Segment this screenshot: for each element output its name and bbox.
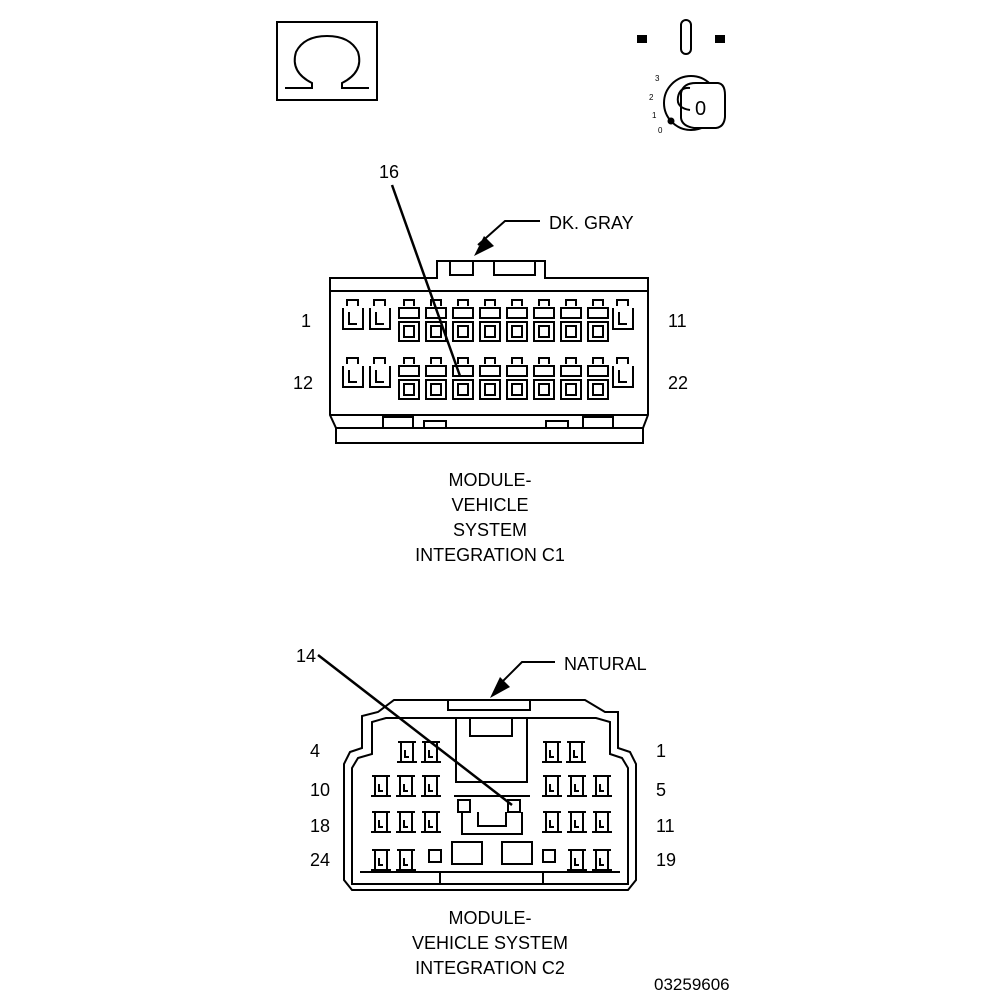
c1-callout-pin-number: 16 [379,162,399,182]
c1-pin-label-top-right: 11 [668,311,687,331]
c2-terminal-cavity [396,849,416,871]
c2-row-label-left-3: 18 [310,816,330,836]
c2-square-cavity [457,799,471,813]
c2-terminal-cavity [592,811,612,833]
c2-color-label: NATURAL [564,654,647,674]
c2-terminal-cavity [396,775,416,797]
c1-color-label: DK. GRAY [549,213,634,233]
c2-terminal-cavity [371,811,391,833]
c2-terminal-cavity [396,811,416,833]
c2-color-callout: NATURAL [490,654,647,698]
c2-terminal-cavity [567,775,587,797]
ignition-position-2: 2 [649,93,654,102]
c1-pin-label-bottom-right: 22 [668,373,688,393]
c2-square-cavity [542,849,556,863]
c2-terminal-cavity [542,741,562,763]
c1-color-callout: DK. GRAY [474,213,634,256]
c2-row-label-left-2: 10 [310,780,330,800]
c1-terminal-cavity [587,299,609,342]
c1-bottom-row-cavities [342,357,634,388]
c2-square-cavity [428,849,442,863]
connector-c1 [329,260,649,444]
c1-terminal-cavity [479,357,501,400]
c2-row-label-right-3: 11 [656,816,675,836]
c1-terminal-cavity [452,357,474,400]
ignition-key-icon: 3 2 1 0 0 [637,19,726,135]
c1-terminal-cavity [587,357,609,400]
c2-square-cavity [507,799,521,813]
figure-id: 03259606 [654,975,730,994]
c2-callout-pin-number: 14 [296,646,316,666]
c2-row-label-right-1: 1 [656,741,666,761]
c1-caption-line-3: SYSTEM [452,520,527,540]
c1-terminal-cavity [398,299,420,342]
c2-terminal-cavity [421,811,441,833]
c2-pin-callout: 14 [296,646,513,806]
ignition-position-1: 1 [652,111,657,120]
c2-terminal-cavity [567,811,587,833]
c2-row-label-left-1: 4 [310,741,320,761]
c2-row-label-left-4: 24 [310,850,330,870]
c2-terminal-cavity [542,775,562,797]
c1-terminal-cavity [506,357,528,400]
c1-pin-label-bottom-left: 12 [293,373,313,393]
c1-caption-line-4: INTEGRATION C1 [415,545,565,565]
c1-terminal-cavity [560,357,582,400]
c1-terminal-cavity [533,357,555,400]
c2-terminal-cavity [371,775,391,797]
omega-symbol-icon [276,21,378,101]
c2-terminal-cavity [421,775,441,797]
c1-pin-callout: 16 [379,162,462,377]
c1-pin-label-top-left: 1 [301,311,311,331]
c1-terminal-cavity [560,299,582,342]
c2-terminal-cavity [397,741,417,763]
c1-caption-line-1: MODULE- [448,470,532,490]
c1-terminal-cavity [479,299,501,342]
connector-c2 [343,699,637,891]
ignition-position-0: 0 [658,126,663,135]
c2-terminal-cavity [567,849,587,871]
c2-caption-line-2: VEHICLE SYSTEM [411,933,569,953]
c2-caption-line-1: MODULE- [448,908,532,928]
c2-terminal-cavity [592,849,612,871]
c1-terminal-cavity [398,357,420,400]
c2-terminal-cavity [542,811,562,833]
c1-terminal-cavity [506,299,528,342]
ignition-key-letter: 0 [695,98,706,120]
c1-top-row-cavities [342,299,634,330]
c1-terminal-cavity [425,357,447,400]
c2-terminal-cavity [566,741,586,763]
c2-row-label-right-4: 19 [656,850,676,870]
c2-row-label-right-2: 5 [656,780,666,800]
c2-terminal-cavity [592,775,612,797]
c1-caption: MODULE- VEHICLE SYSTEM INTEGRATION C1 [380,468,600,568]
ignition-position-3: 3 [655,74,660,83]
c1-terminal-cavity [533,299,555,342]
c2-caption: MODULE- VEHICLE SYSTEM INTEGRATION C2 [380,906,600,981]
c2-terminal-cavity [371,849,391,871]
c1-caption-line-2: VEHICLE [451,495,529,515]
c2-caption-line-3: INTEGRATION C2 [415,958,565,978]
c1-terminal-cavity [452,299,474,342]
